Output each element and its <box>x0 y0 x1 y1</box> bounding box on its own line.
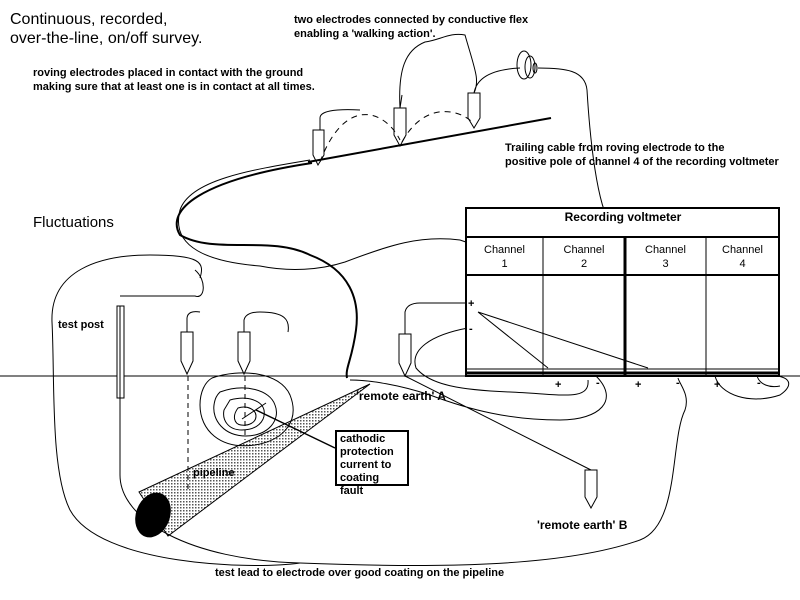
plus-sign-ch4: + <box>714 379 721 391</box>
channel-4-line-1: Channel <box>722 244 763 256</box>
channel-1-line-1: Channel <box>484 244 525 256</box>
fluctuations-label: Fluctuations <box>33 214 114 231</box>
minus-sign-ch4: - <box>757 377 761 389</box>
test-post-label: test post <box>58 319 104 331</box>
conductive-flex <box>319 33 521 130</box>
slope-line <box>307 117 552 163</box>
roving-line-2: making sure that at least one is in cont… <box>33 81 315 93</box>
minus-sign-ch3: - <box>676 377 680 389</box>
walking-arcs <box>319 111 473 163</box>
roving-line-1: roving electrodes placed in contact with… <box>33 67 304 79</box>
channel-4-label: Channel 4 <box>706 243 779 271</box>
trailing-cable <box>178 67 614 270</box>
current-contours <box>199 372 294 447</box>
channel-3-label: Channel 3 <box>625 243 706 271</box>
electrode-leads <box>186 302 468 334</box>
pipeline-label: pipeline <box>193 467 235 479</box>
remote-earth-a-label: 'remote earth' A <box>356 389 446 403</box>
cp-box-pointer <box>255 409 336 449</box>
channel-1-line-2: 1 <box>501 258 508 270</box>
cable-reel <box>516 50 538 80</box>
roving-electrodes-label: roving electrodes placed in contact with… <box>33 66 315 94</box>
channel-2-label: Channel 2 <box>543 243 625 271</box>
diagram-title: Continuous, recorded, over-the-line, on/… <box>10 10 202 48</box>
channel-2-line-1: Channel <box>563 244 605 256</box>
channel-1-label: Channel 1 <box>466 243 543 271</box>
cp-line-1: cathodic <box>340 433 386 445</box>
pipeline-pipe <box>135 383 371 538</box>
electrodes-flex-line-1: two electrodes connected by conductive f… <box>294 14 529 26</box>
plus-sign-left: + <box>468 298 475 310</box>
outer-loop <box>51 254 301 566</box>
recording-voltmeter <box>465 207 780 377</box>
electrodes-flex-label: two electrodes connected by conductive f… <box>294 13 528 41</box>
plus-sign-ch2: + <box>555 379 562 391</box>
minus-sign-ch2: - <box>596 377 600 389</box>
minus-sign-left: - <box>469 323 473 335</box>
test-lead-label: test lead to electrode over good coating… <box>215 567 505 579</box>
channel-3-line-2: 3 <box>662 258 669 270</box>
channel-4-line-2: 4 <box>739 258 746 270</box>
plus-sign-ch3: + <box>635 379 642 391</box>
trailing-line-2: positive pole of channel 4 of the record… <box>505 156 779 168</box>
channel-3-line-1: Channel <box>645 244 686 256</box>
channel-2-line-2: 2 <box>580 258 588 270</box>
ground-loop <box>175 162 358 379</box>
voltmeter-title: Recording voltmeter <box>564 210 682 224</box>
trailing-cable-label: Trailing cable from roving electrode to … <box>505 141 779 169</box>
voltmeter-diagonals <box>477 311 649 369</box>
test-post-lead <box>119 269 687 567</box>
title-line-1: Continuous, recorded, <box>10 11 168 28</box>
ground-electrodes <box>180 331 598 510</box>
title-line-2: over-the-line, on/off survey. <box>10 30 203 47</box>
cathodic-protection-box: cathodic protection current to coating f… <box>335 430 409 497</box>
cp-line-2: protection <box>340 446 394 458</box>
voltmeter-wires <box>714 375 790 400</box>
remote-earth-b-label: 'remote earth' B <box>537 518 628 532</box>
cp-line-4: coating fault <box>340 472 380 497</box>
cp-line-3: current to <box>340 459 392 471</box>
test-post <box>116 305 125 399</box>
electrodes-flex-line-2: enabling a 'walking action'. <box>294 28 436 40</box>
walking-electrodes <box>312 92 481 167</box>
trailing-line-1: Trailing cable from roving electrode to … <box>505 142 725 154</box>
